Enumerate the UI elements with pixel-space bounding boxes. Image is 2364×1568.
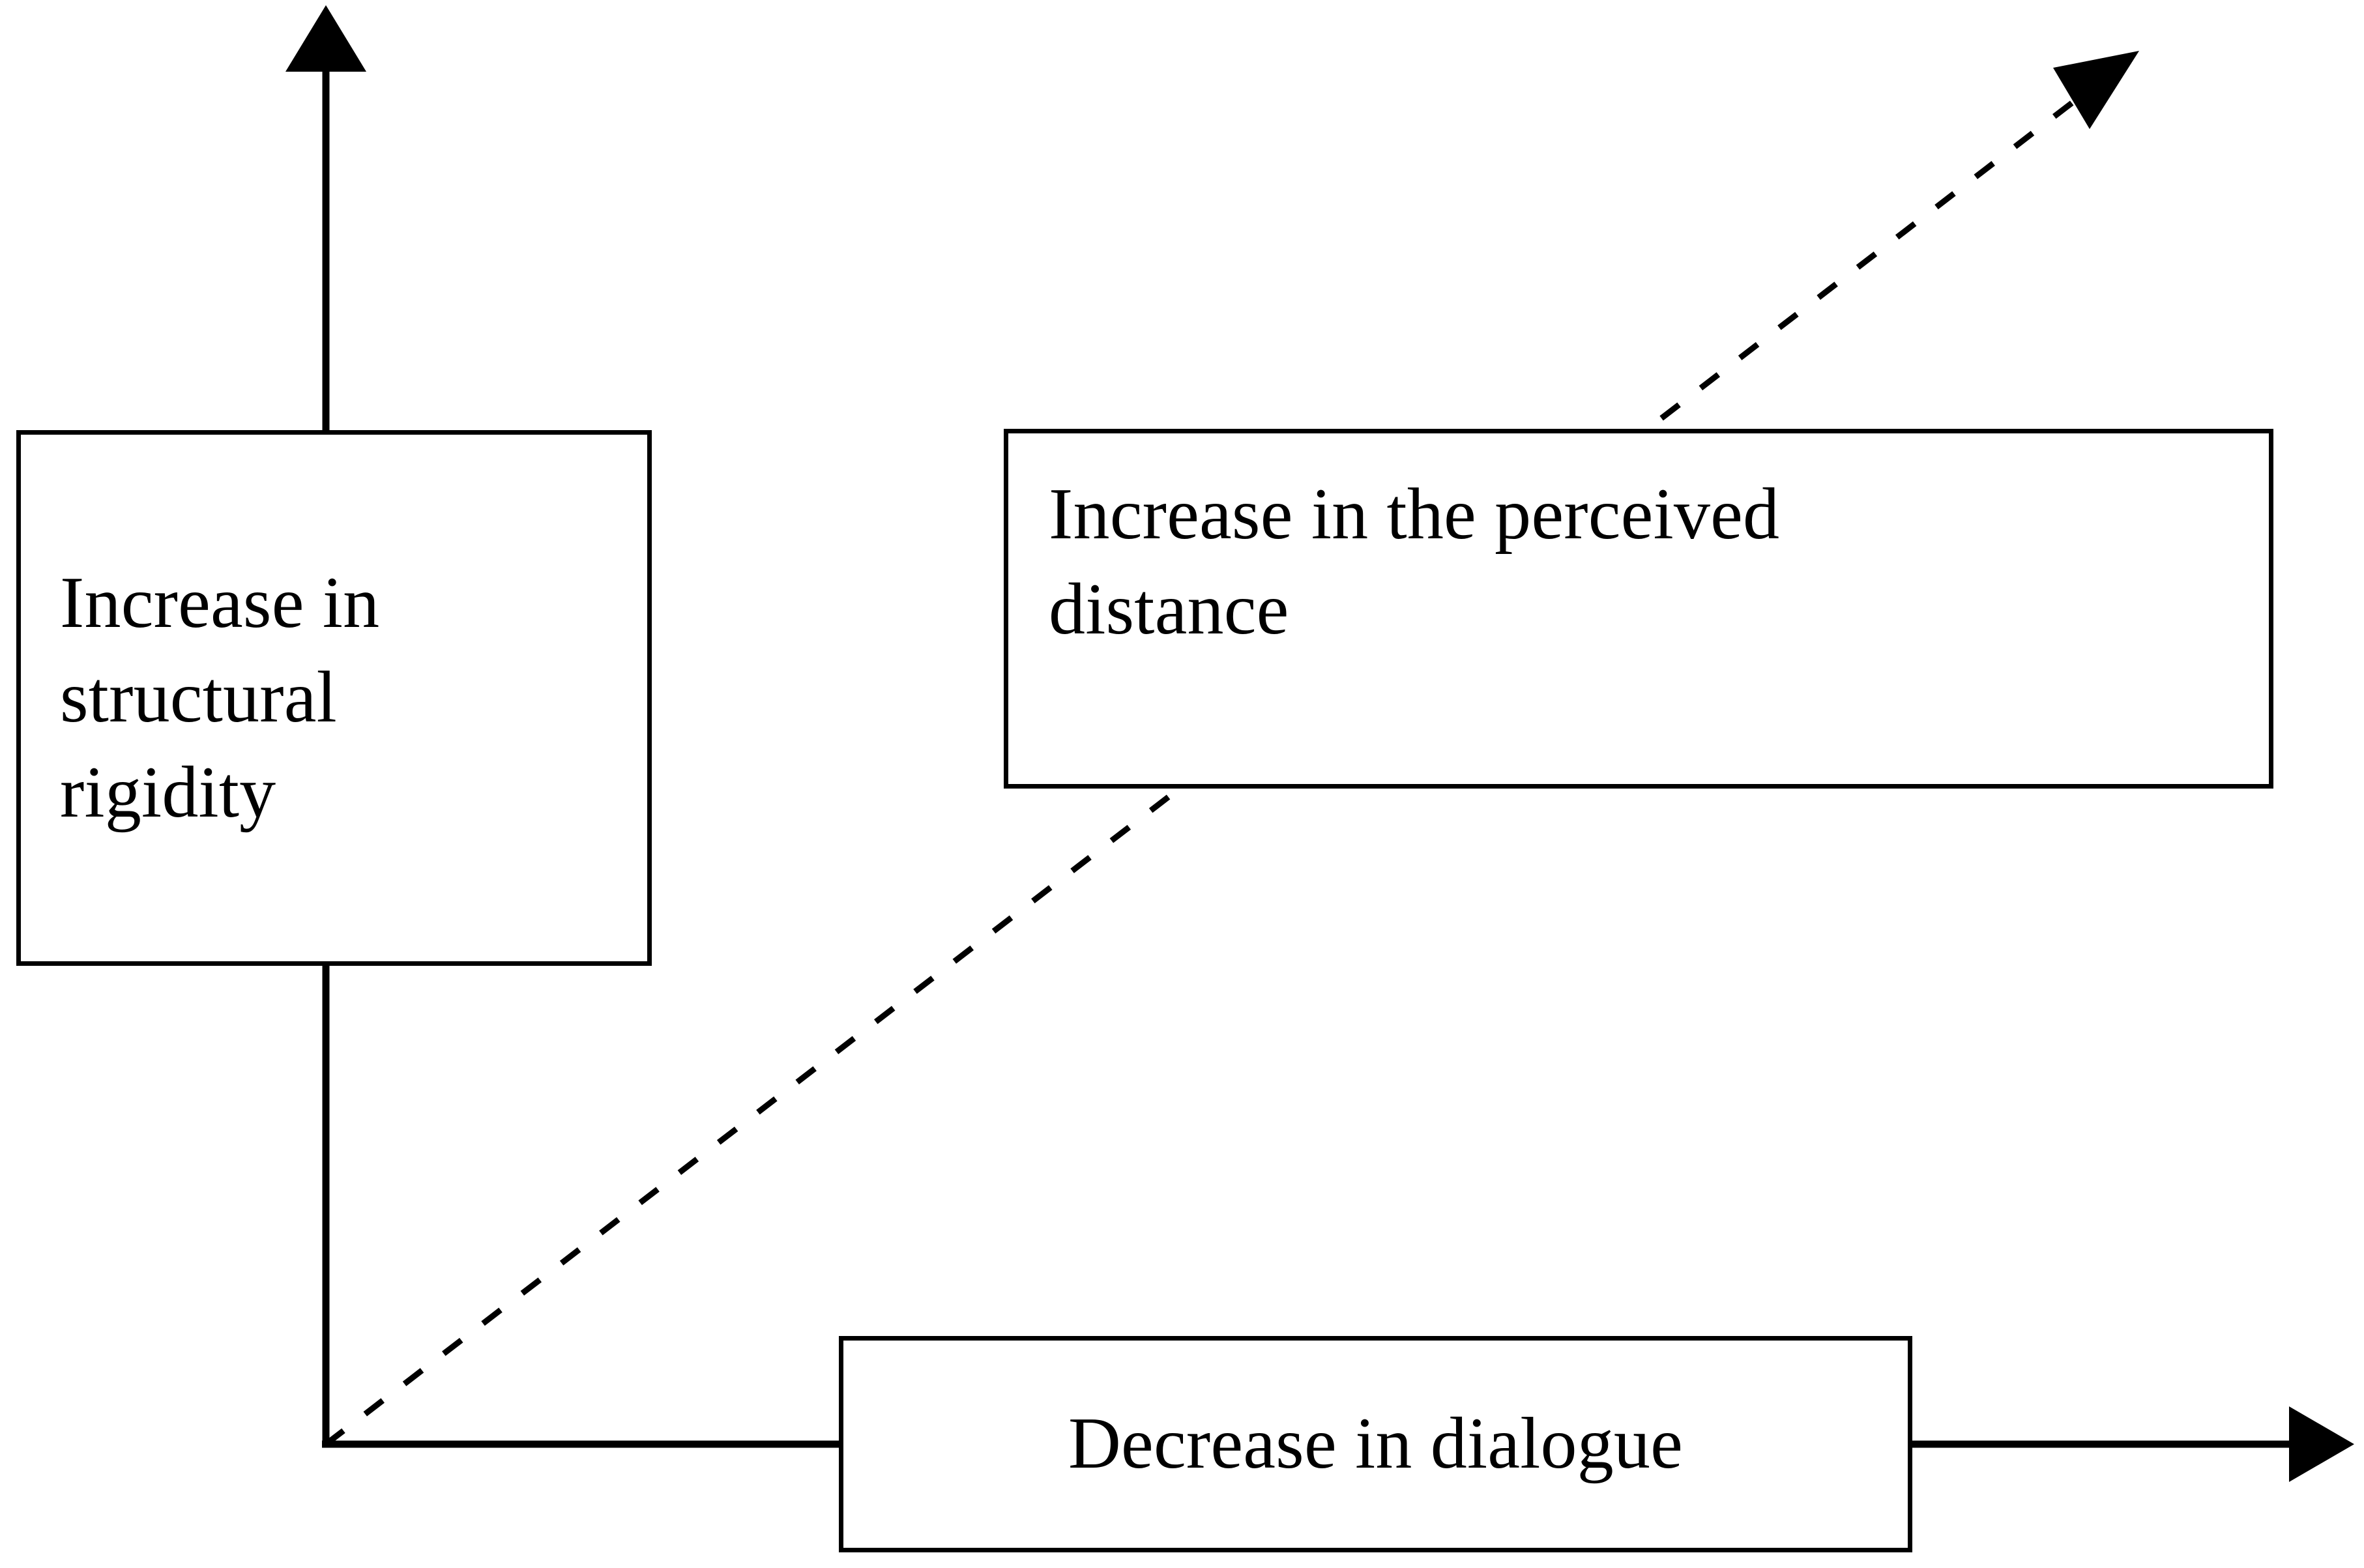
node-decrease-dialogue-label: Decrease in dialogue [1068, 1403, 1684, 1485]
node-structural-rigidity[interactable]: Increase in structural rigidity [16, 430, 652, 966]
node-perceived-distance[interactable]: Increase in the perceived distance [1004, 429, 2273, 789]
diagonal-trend-connector [324, 51, 2139, 1447]
node-structural-rigidity-label: Increase in structural rigidity [60, 562, 380, 833]
vertical-axis-arrowhead-icon [285, 5, 366, 72]
diagonal-trend-arrowhead-icon [2053, 51, 2139, 129]
node-perceived-distance-label: Increase in the perceived distance [1049, 474, 1780, 650]
node-decrease-dialogue[interactable]: Decrease in dialogue [839, 1336, 1912, 1552]
horizontal-axis-arrowhead-icon [2289, 1406, 2354, 1482]
